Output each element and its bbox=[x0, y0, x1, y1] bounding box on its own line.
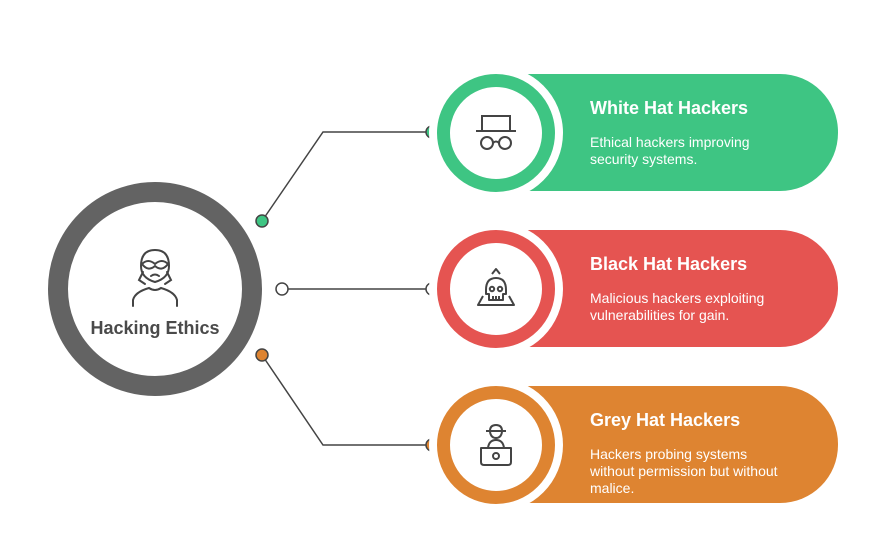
card-title: Grey Hat Hackers bbox=[590, 410, 741, 430]
central-node: Hacking Ethics bbox=[48, 182, 262, 396]
card-title: Black Hat Hackers bbox=[590, 254, 748, 274]
card-description: Malicious hackers exploiting vulnerabili… bbox=[590, 290, 765, 323]
connector-dot bbox=[255, 214, 269, 228]
card-description: Ethical hackers improving security syste… bbox=[590, 134, 750, 167]
card-grey-hat: Grey Hat Hackers Hackers probing systems… bbox=[500, 386, 838, 503]
card-description: Hackers probing systems without permissi… bbox=[590, 446, 778, 496]
connector-dot bbox=[275, 282, 289, 296]
skull-icon bbox=[477, 268, 515, 306]
connector-grey-hat bbox=[261, 354, 432, 446]
hat-glasses-icon bbox=[476, 115, 516, 150]
card-white-hat: White Hat Hackers Ethical hackers improv… bbox=[500, 74, 838, 191]
connector-white-hat bbox=[261, 131, 432, 222]
card-title: White Hat Hackers bbox=[590, 98, 749, 118]
badge-white-hat bbox=[437, 74, 555, 192]
hacker-laptop-icon bbox=[480, 424, 512, 466]
masked-hacker-icon bbox=[132, 248, 178, 307]
connector-dot bbox=[255, 348, 269, 362]
central-label: Hacking Ethics bbox=[90, 318, 220, 338]
badge-grey-hat bbox=[437, 386, 555, 504]
badge-black-hat bbox=[437, 230, 555, 348]
card-black-hat: Black Hat Hackers Malicious hackers expl… bbox=[500, 230, 838, 347]
